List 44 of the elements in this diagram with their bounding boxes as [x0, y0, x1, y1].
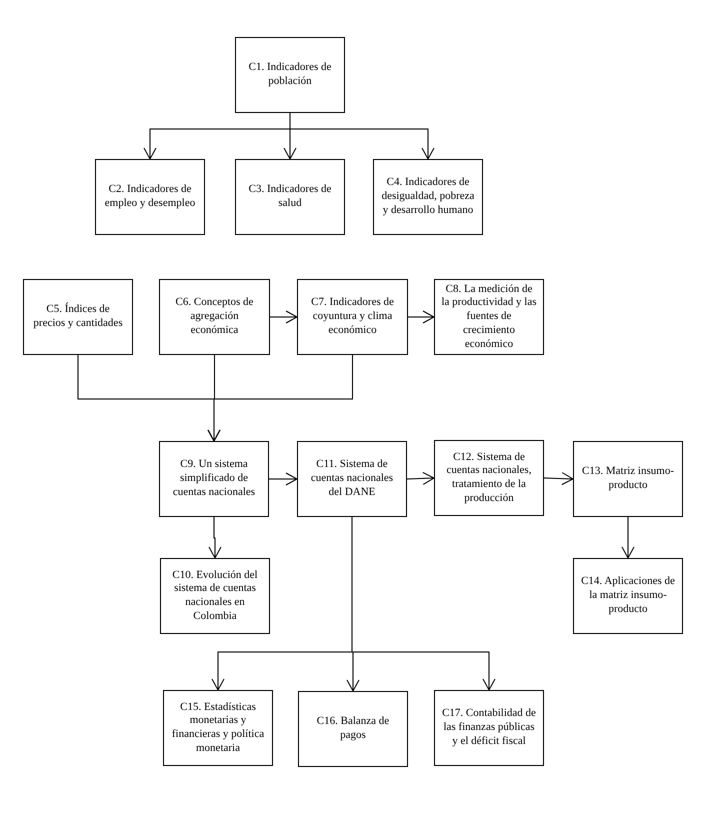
topic-box: [297, 279, 408, 355]
box-label: C12. Sistema de cuentas nacionales, tratamiento de la producción: [446, 450, 532, 506]
topic-box: [373, 159, 483, 235]
box-label: C11. Sistema de cuentas nacionales del DANE: [310, 458, 394, 500]
box-label: C5. Índices de precios y cantidades: [32, 303, 124, 331]
arrow: [408, 310, 434, 324]
arrow: [406, 472, 434, 485]
topic-box: [573, 441, 683, 517]
box-label: C15. Estadísticas monetarias y financieras y política monetaria: [170, 700, 266, 756]
box-label: C16. Balanza de pagos: [316, 715, 390, 743]
topic-box: [23, 279, 133, 355]
arrow: [290, 112, 434, 160]
arrow: [544, 472, 574, 486]
topic-box: [297, 441, 407, 517]
box-label: C13. Matriz insumo-producto: [581, 465, 675, 493]
arrow: [208, 516, 222, 558]
arrow: [270, 310, 298, 324]
box-label: C2. Indicadores de empleo y desempleo: [104, 183, 196, 211]
topic-box: [235, 159, 345, 235]
box-label: C1. Indicadores de población: [248, 61, 332, 89]
box-label: C3. Indicadores de salud: [248, 183, 332, 211]
topic-box: [95, 159, 205, 235]
topic-box: [298, 691, 408, 767]
arrow: [268, 472, 298, 486]
topic-box: [163, 690, 273, 766]
topic-box: [159, 279, 270, 355]
box-label: C4. Indicadores de desigualdad, pobreza y desarrollo humano: [380, 176, 476, 218]
arrow: [622, 516, 634, 558]
topic-box: [159, 441, 269, 517]
topic-box: [160, 558, 270, 634]
box-label: C6. Conceptos de agregación económica: [174, 296, 254, 338]
box-label: C10. Evolución del sistema de cuentas nacionales en Colombia: [171, 568, 259, 624]
box-label: C17. Contabilidad de las finanzas públicas y el déficit fiscal: [441, 707, 537, 749]
topic-box: [434, 279, 544, 355]
arrow: [352, 516, 496, 690]
box-label: C7. Indicadores de coyuntura y clima económico: [310, 296, 395, 338]
topic-box: [235, 37, 345, 113]
arrow: [208, 354, 353, 442]
topic-box: [434, 440, 544, 516]
topic-box: [573, 558, 683, 634]
box-label: C14. Aplicaciones de la matriz insumo-producto: [580, 575, 676, 617]
box-label: C8. La medición de la productividad y las fuentes de crecimiento económico: [441, 282, 537, 352]
topic-box: [434, 690, 544, 766]
box-label: C9. Un sistema simplificado de cuentas nacionales: [172, 458, 256, 500]
